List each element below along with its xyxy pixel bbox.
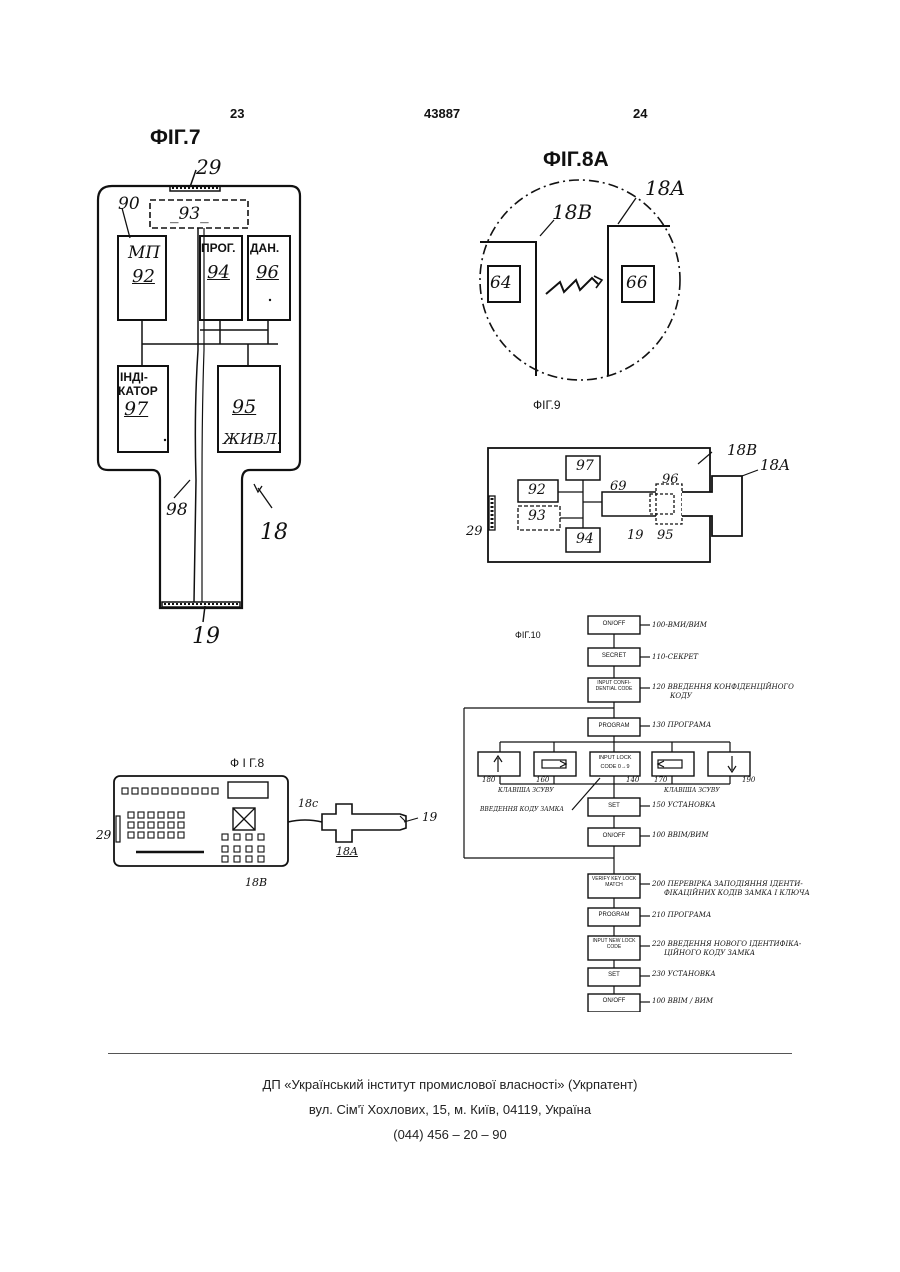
fig7-label-19: 19 [192,624,220,649]
fig7-block-indicator-label-2: КАТОР [118,384,158,398]
fig8a-label-18b: 18B [552,200,592,224]
fig9-drawing [480,440,760,570]
fig9-label-29: 29 [466,524,483,539]
fig7-block-prog-number: 94 [207,262,230,283]
fig10-key-180: 180 [482,776,495,784]
fig10-key-170: 170 [654,776,667,784]
fig8-label-18c: 18c [298,797,318,810]
fig8-title: Ф І Г.8 [230,756,264,770]
fig9-label-96: 96 [662,472,679,487]
fig10-note-120-a: 120 ВВЕДЕННЯ КОНФІДЕНЦІЙНОГО [652,683,794,691]
fig8a-block-64: 64 [490,273,512,293]
fig9-label-95: 95 [657,528,674,543]
fig10-lock-entry-label: ВВЕДЕННЯ КОДУ ЗАМКА [480,806,564,813]
fig10-note-110: 110-СЕКРЕТ [652,653,698,661]
fig10-note-100b: 100 ВВІМ/ВИМ [652,831,709,839]
fig10-box-input-confidential: INPUT CONFI-DENTIAL CODE [590,680,638,692]
fig10-note-210: 210 ПРОГРАМА [652,911,711,919]
fig7-block-mp-label: МП [128,243,160,263]
fig7-label-18: 18 [260,520,288,545]
fig9-label-19: 19 [627,528,644,543]
fig8-label-18b: 18B [245,876,267,889]
fig10-note-130: 130 ПРОГРАМА [652,721,711,729]
fig10-note-120-b: КОДУ [670,692,692,700]
fig10-note-230: 230 УСТАНОВКА [652,970,716,978]
fig10-note-200-b: ФІКАЦІЙНИХ КОДІВ ЗАМКА І КЛЮЧА [664,889,810,897]
fig10-right-shift-label: КЛАВІША ЗСУВУ [664,787,720,794]
fig8-label-19: 19 [422,810,437,824]
fig10-left-shift-label: КЛАВІША ЗСУВУ [498,787,554,794]
fig8a-block-66: 66 [626,273,648,293]
footer-phone: (044) 456 – 20 – 90 [0,1127,900,1142]
fig10-box-secret: SECRET [588,653,640,659]
fig7-block-mp-number: 92 [132,266,155,287]
fig7-block-power-label: ЖИВЛ. [223,430,281,448]
fig7-display-93: _93_ [170,204,209,224]
fig10-box-input-lock-1: INPUT LOCK [590,755,640,761]
fig8-drawing [100,772,450,872]
fig10-box-onoff-1: ON/OFF [588,621,640,627]
footer-organization: ДП «Український інститут промислової вла… [0,1077,900,1092]
fig9-title: ФІГ.9 [533,398,561,412]
fig9-block-94: 94 [576,531,594,547]
fig10-box-set-2: SET [588,972,640,978]
footer-address: вул. Сім'ї Хохлових, 15, м. Київ, 04119,… [0,1102,900,1117]
fig8a-label-18a: 18A [645,176,685,200]
fig9-label-18a: 18A [760,456,790,474]
fig10-box-program-1: PROGRAM [588,723,640,729]
fig7-block-power-number: 95 [232,396,256,418]
fig10-note-200-a: 200 ПЕРЕВІРКА ЗАПОДІЯННЯ ІДЕНТИ- [652,880,803,888]
fig10-note-220-a: 220 ВВЕДЕННЯ НОВОГО ІДЕНТИФІКА- [652,940,801,948]
fig10-key-190: 190 [742,776,755,784]
fig9-block-97: 97 [576,458,594,474]
fig10-box-onoff-2: ON/OFF [588,833,640,839]
fig10-box-input-lock-2: CODE 0→9 [590,764,640,770]
fig7-label-29: 29 [196,155,221,179]
fig7-block-dan-number: 96 [256,262,279,283]
fig10-box-verify: VERIFY KEY LOCK MATCH [590,876,638,888]
fig9-block-92: 92 [528,482,546,498]
fig10-box-onoff-3: ON/OFF [588,998,640,1004]
fig7-title: ФІГ.7 [150,126,201,150]
page-number-left: 23 [230,106,244,121]
fig8-label-29: 29 [96,828,111,842]
fig8-label-18a: 18A [336,845,358,858]
fig10-key-140: 140 [626,776,639,784]
fig10-box-program-2: PROGRAM [588,912,640,918]
fig7-label-98: 98 [166,500,188,520]
fig8a-title: ФІГ.8А [543,148,609,172]
page-number-right: 24 [633,106,647,121]
fig9-label-69: 69 [610,479,627,494]
patent-number: 43887 [424,106,460,121]
fig10-box-set-1: SET [588,803,640,809]
fig7-block-prog-label: ПРОГ. [201,241,235,255]
footer-divider [108,1053,792,1054]
fig10-note-100: 100-ВМИ/ВИМ [652,621,707,629]
fig9-label-18b: 18B [727,441,757,459]
fig10-note-100c: 100 ВВІМ / ВИМ [652,997,713,1005]
fig7-label-90: 90 [118,194,140,214]
fig10-key-160: 160 [536,776,549,784]
fig10-note-150: 150 УСТАНОВКА [652,801,716,809]
fig9-block-93: 93 [528,508,546,524]
fig7-block-indicator-label-1: ІНДІ- [120,370,148,384]
fig10-box-input-new-lock: INPUT NEW LOCK CODE [590,938,638,950]
fig10-note-220-b: ЦІЙНОГО КОДУ ЗАМКА [664,949,755,957]
fig7-block-dan-label: ДАН. [250,241,279,255]
fig7-block-indicator-number: 97 [124,398,148,420]
